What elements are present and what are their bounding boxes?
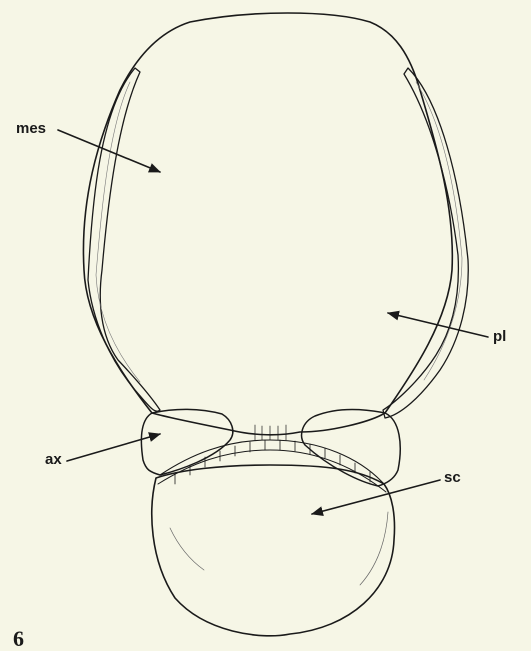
scutellum-inner-right [360, 512, 388, 585]
median-striations [255, 425, 286, 440]
right-pleuron-outline [383, 68, 468, 418]
figure-number: 6 [13, 628, 24, 650]
mes-arrow [58, 130, 160, 172]
pl-arrow [388, 313, 488, 337]
band-ridges [175, 440, 370, 484]
scutellum-outline [152, 465, 395, 636]
scutellum-inner-left [170, 528, 204, 570]
label-ax: ax [45, 452, 62, 467]
transscutal-band [160, 440, 384, 484]
label-pl: pl [493, 329, 506, 344]
right-axillary-lobe [302, 410, 401, 486]
ax-arrow [67, 434, 160, 461]
label-mes: mes [16, 121, 46, 136]
left-axillary-lobe [141, 409, 232, 475]
label-sc: sc [444, 470, 461, 485]
